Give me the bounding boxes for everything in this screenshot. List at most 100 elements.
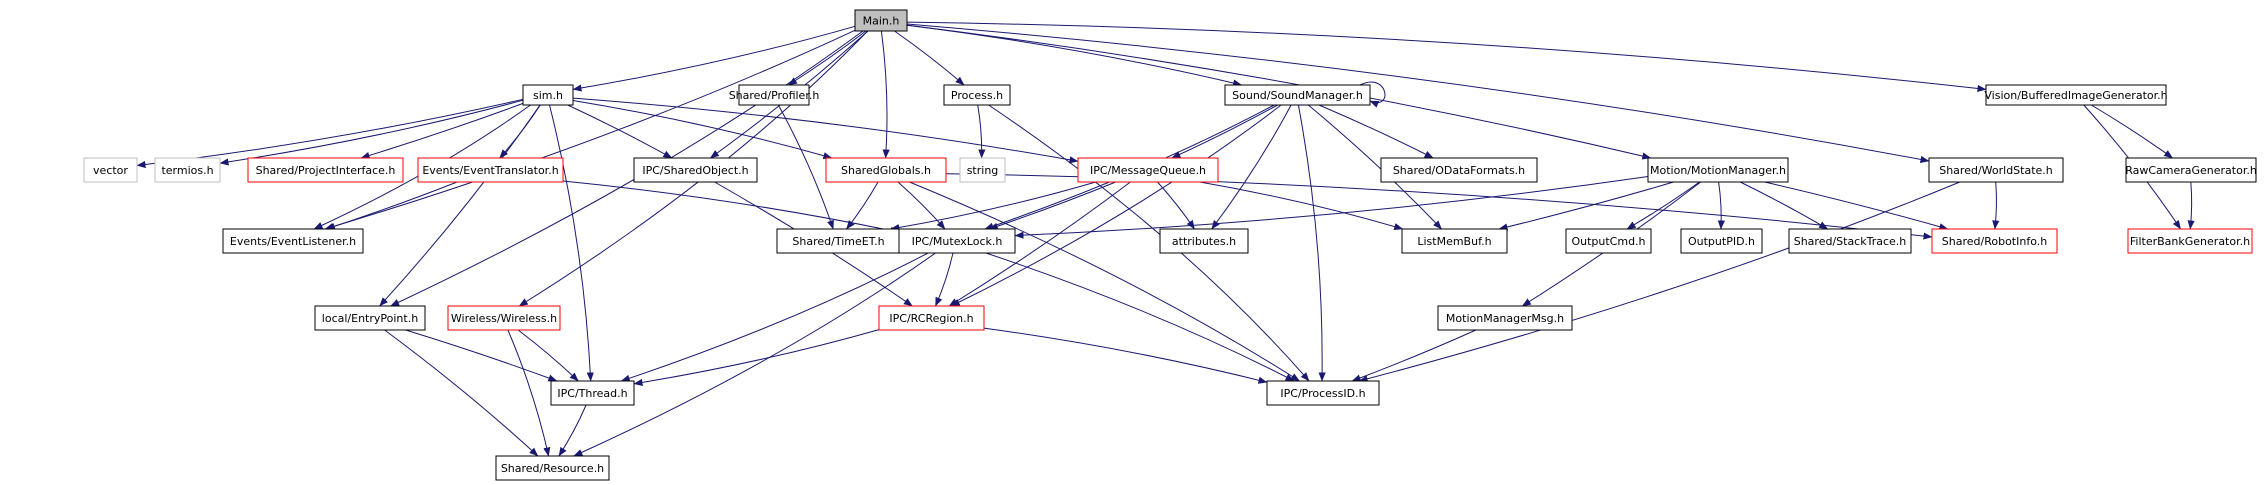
node-label: string bbox=[967, 164, 999, 177]
dependency-edge bbox=[880, 30, 890, 159]
node-box bbox=[417, 157, 564, 183]
graph-node-outputcmd[interactable]: OutputCmd.h bbox=[1565, 228, 1652, 254]
graph-node-sim[interactable]: sim.h bbox=[522, 84, 574, 106]
graph-node-rawcam[interactable]: RawCameraGenerator.h bbox=[2125, 157, 2257, 183]
node-label: OutputCmd.h bbox=[1571, 235, 1645, 248]
dependency-edge bbox=[948, 181, 1131, 307]
dependency-edge bbox=[894, 30, 965, 86]
node-box bbox=[522, 84, 574, 106]
node-label: Shared/ProjectInterface.h bbox=[256, 164, 396, 177]
dependency-edge bbox=[1359, 81, 1386, 108]
node-label: vector bbox=[93, 164, 128, 177]
node-box bbox=[1928, 157, 2064, 183]
dependency-edge bbox=[384, 329, 539, 457]
dependency-edge bbox=[549, 104, 594, 382]
graph-node-evlistener[interactable]: Events/EventListener.h bbox=[222, 228, 364, 254]
node-label: Wireless/Wireless.h bbox=[451, 312, 557, 325]
node-box bbox=[898, 228, 1016, 254]
dependency-edge bbox=[324, 29, 856, 230]
node-label: Events/EventTranslator.h bbox=[422, 164, 558, 177]
dependency-edge bbox=[620, 252, 929, 382]
node-label: Shared/TimeET.h bbox=[792, 235, 884, 248]
dependency-edge bbox=[1717, 181, 1725, 230]
dependency-edge bbox=[1358, 181, 1960, 383]
node-box bbox=[1647, 157, 1789, 183]
node-label: IPC/RCRegion.h bbox=[889, 312, 973, 325]
dependency-edge bbox=[573, 252, 936, 457]
graph-node-sound[interactable]: Sound/SoundManager.h bbox=[1224, 84, 1371, 106]
graph-node-evtrans[interactable]: Events/EventTranslator.h bbox=[417, 157, 564, 183]
dependency-edge bbox=[935, 252, 954, 307]
node-box bbox=[854, 9, 908, 32]
node-label: Shared/WorldState.h bbox=[1939, 164, 2053, 177]
node-box bbox=[1565, 228, 1652, 254]
dependency-edge bbox=[572, 97, 1079, 164]
node-box bbox=[825, 157, 947, 183]
dependency-edge bbox=[906, 24, 1652, 160]
node-label: Process.h bbox=[951, 89, 1003, 102]
graph-node-wireless[interactable]: Wireless/Wireless.h bbox=[447, 305, 561, 331]
node-label: IPC/MutexLock.h bbox=[912, 235, 1003, 248]
node-box bbox=[1437, 305, 1573, 331]
graph-node-profiler[interactable]: Shared/Profiler.h bbox=[729, 84, 820, 106]
dependency-edge bbox=[1498, 181, 1674, 231]
graph-node-timeet[interactable]: Shared/TimeET.h bbox=[776, 228, 901, 254]
node-label: FilterBankGenerator.h bbox=[2130, 235, 2250, 248]
graph-node-worldstate[interactable]: Shared/WorldState.h bbox=[1928, 157, 2064, 183]
dependency-edge bbox=[1351, 329, 1477, 382]
graph-node-robotinfo[interactable]: Shared/RobotInfo.h bbox=[1931, 228, 2058, 254]
graph-node-string[interactable]: string bbox=[959, 157, 1006, 183]
node-box bbox=[222, 228, 364, 254]
node-box bbox=[83, 157, 138, 183]
graph-node-process[interactable]: Process.h bbox=[943, 84, 1011, 106]
graph-node-entrypoint[interactable]: local/EntryPoint.h bbox=[314, 305, 426, 331]
graph-node-sharedglobals[interactable]: SharedGlobals.h bbox=[825, 157, 947, 183]
dependency-edge bbox=[572, 25, 856, 92]
node-box bbox=[1224, 84, 1371, 106]
graph-node-termios[interactable]: termios.h bbox=[154, 157, 221, 183]
dependency-edge bbox=[906, 23, 1930, 163]
dependency-edge bbox=[906, 24, 1243, 87]
graph-node-mmmsg[interactable]: MotionManagerMsg.h bbox=[1437, 305, 1573, 331]
graph-node-listmembuf[interactable]: ListMemBuf.h bbox=[1401, 228, 1508, 254]
graph-node-msgqueue[interactable]: IPC/MessageQueue.h bbox=[1077, 157, 1219, 183]
graph-node-thread[interactable]: IPC/Thread.h bbox=[550, 380, 635, 406]
node-label: termios.h bbox=[161, 164, 213, 177]
node-box bbox=[1931, 228, 2058, 254]
node-box bbox=[738, 84, 810, 106]
dependency-edge bbox=[897, 181, 946, 230]
node-label: ListMemBuf.h bbox=[1417, 235, 1491, 248]
graph-node-projiface[interactable]: Shared/ProjectInterface.h bbox=[247, 157, 404, 183]
graph-node-vector[interactable]: vector bbox=[83, 157, 138, 183]
graph-node-sharedobj[interactable]: IPC/SharedObject.h bbox=[633, 157, 758, 183]
graph-node-attributes[interactable]: attributes.h bbox=[1159, 228, 1249, 254]
node-box bbox=[1266, 380, 1380, 406]
graph-node-outputpid[interactable]: OutputPID.h bbox=[1680, 228, 1763, 254]
dependency-edge bbox=[325, 181, 458, 230]
node-box bbox=[1788, 228, 1912, 254]
graph-node-motionmgr[interactable]: Motion/MotionManager.h bbox=[1647, 157, 1789, 183]
graph-node-main[interactable]: Main.h bbox=[854, 9, 908, 32]
graph-node-rcregion[interactable]: IPC/RCRegion.h bbox=[878, 305, 985, 331]
dependency-edge bbox=[1157, 181, 1195, 230]
node-label: Vision/BufferedImageGenerator.h bbox=[1984, 89, 2167, 102]
graph-node-resource[interactable]: Shared/Resource.h bbox=[495, 455, 610, 481]
graph-node-filterbank[interactable]: FilterBankGenerator.h bbox=[2127, 228, 2253, 254]
graph-node-bufimg[interactable]: Vision/BufferedImageGenerator.h bbox=[1984, 84, 2168, 106]
graph-node-processid[interactable]: IPC/ProcessID.h bbox=[1266, 380, 1380, 406]
dependency-edge bbox=[1211, 104, 1292, 230]
graph-node-stacktrace[interactable]: Shared/StackTrace.h bbox=[1788, 228, 1912, 254]
node-label: Shared/Resource.h bbox=[501, 462, 604, 475]
node-label: Shared/RobotInfo.h bbox=[1942, 235, 2047, 248]
dependency-edge bbox=[950, 104, 1282, 307]
dependency-edge bbox=[945, 173, 1933, 240]
dependency-edge bbox=[988, 104, 1310, 382]
node-box bbox=[550, 380, 635, 406]
graph-node-mutexlock[interactable]: IPC/MutexLock.h bbox=[898, 228, 1016, 254]
dependency-edge bbox=[507, 329, 551, 457]
node-box bbox=[495, 455, 610, 481]
graph-node-odata[interactable]: Shared/ODataFormats.h bbox=[1380, 157, 1538, 183]
dependency-edge bbox=[379, 104, 541, 307]
node-box bbox=[247, 157, 404, 183]
dependency-edge bbox=[977, 104, 986, 159]
